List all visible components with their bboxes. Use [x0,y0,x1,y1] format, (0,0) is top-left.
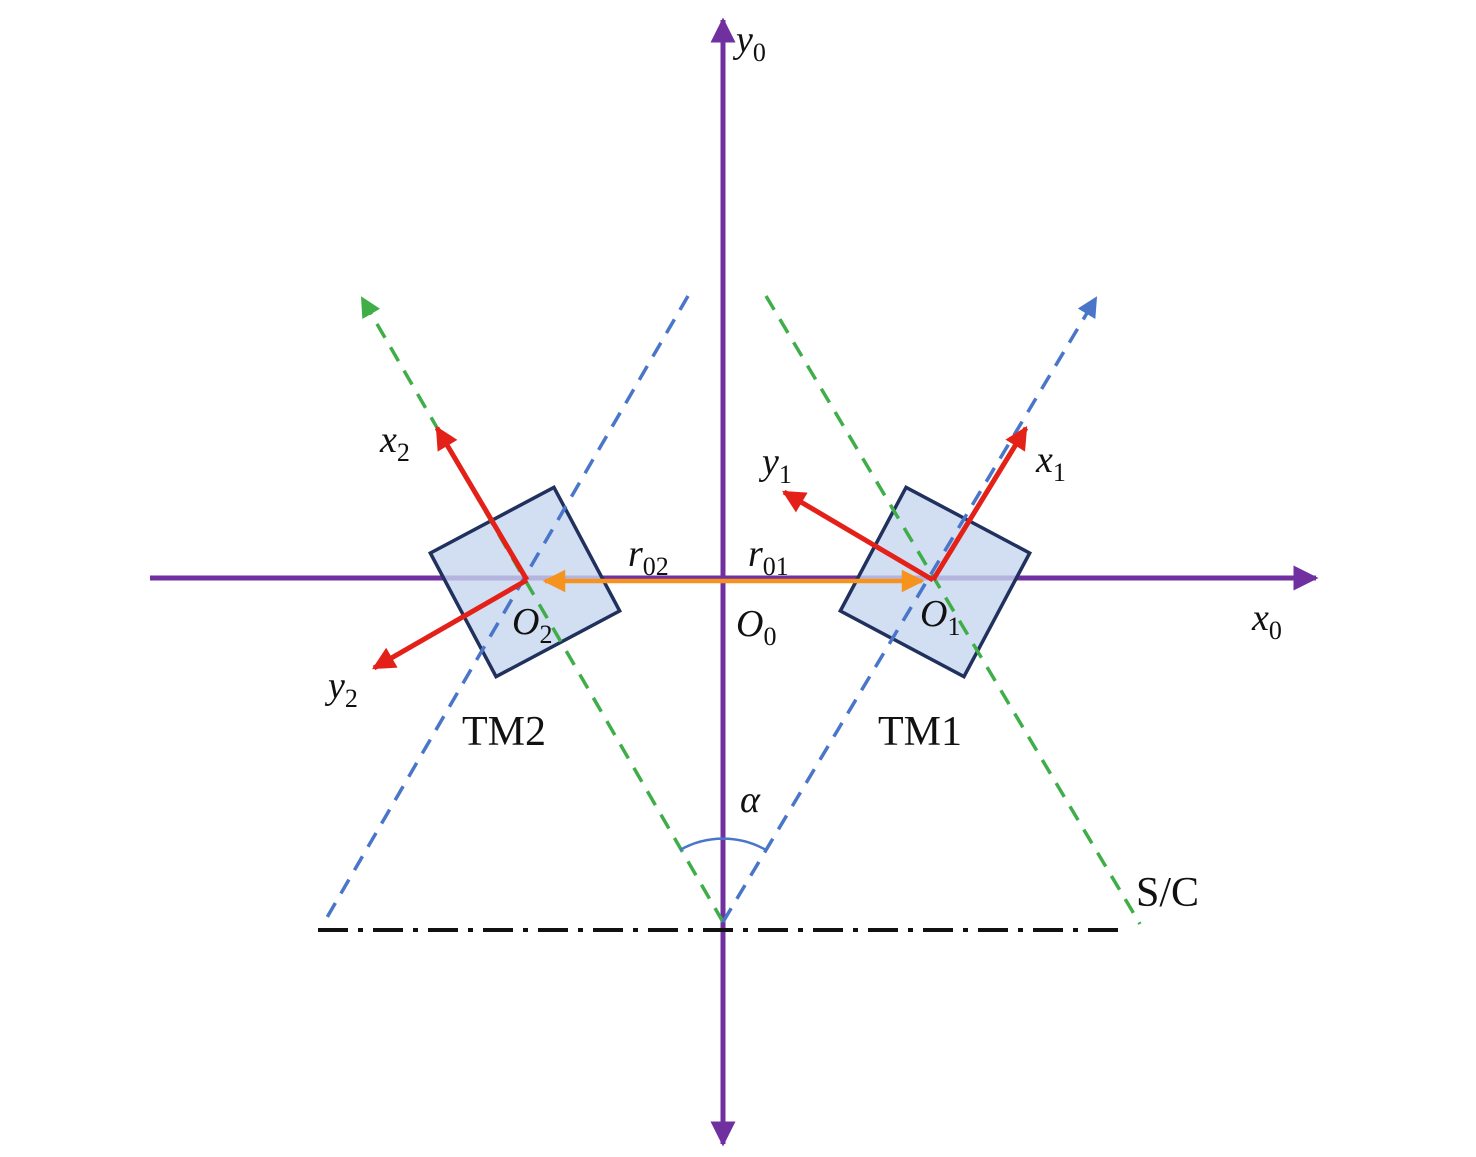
green-beam-through-tm2 [360,296,725,923]
origin-o1-label: O1 [920,593,960,641]
x1-vector [930,426,1029,582]
blue-beam-through-tm2 [320,295,690,927]
y2-vector [372,577,529,671]
test-mass-body-axes [372,426,1029,671]
green-dashed-beams [360,295,1142,925]
origin-o0-label: O0 [736,603,776,651]
r02-vector-label: r02 [628,533,669,581]
spacecraft-label: S/C [1136,870,1199,916]
x2-axis-label: x2 [379,419,410,467]
x2-vector [434,426,530,582]
blue-dashed-beams [320,295,1098,927]
origin-o2-label: O2 [512,601,552,649]
blue-beam-through-tm1 [721,296,1098,923]
r01-vector-label: r01 [748,533,789,581]
y1-axis-label: y1 [758,441,792,489]
tm2-label: TM2 [462,709,546,755]
x1-axis-label: x1 [1035,439,1066,487]
x0-axis-label: x0 [1251,597,1282,645]
green-beam-through-tm1 [764,295,1142,925]
y1-vector [782,489,935,583]
tm1-label: TM1 [878,709,962,755]
y0-axis-label: y0 [732,19,766,67]
alpha-arc [679,837,767,852]
alpha-angle-label: α [740,779,761,821]
y2-axis-label: y2 [324,665,358,713]
